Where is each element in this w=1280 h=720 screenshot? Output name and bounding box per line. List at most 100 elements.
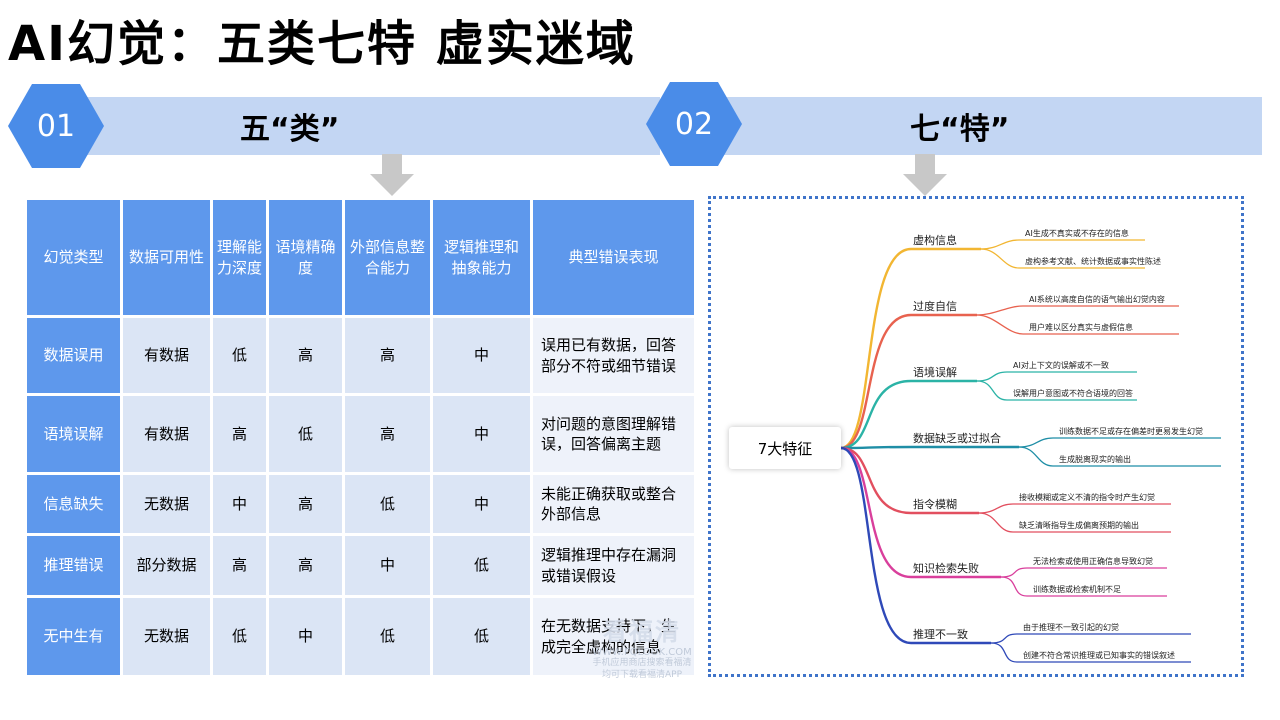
table-cell: 高 — [342, 393, 433, 475]
branch-connector — [840, 446, 979, 515]
type-cell: 信息缺失 — [24, 472, 123, 536]
leaf-connector — [1018, 446, 1221, 467]
watermark: 看福清 WWW.FQLOOK.COM 手机应用商店搜索看福清 均可下载看福清AP… — [572, 612, 712, 681]
leaf-connector — [1018, 437, 1221, 448]
error-description-cell: 逻辑推理中存在漏洞或错误假设 — [530, 533, 697, 598]
type-cell: 数据误用 — [24, 315, 123, 396]
mindmap-branch-label: 数据缺乏或过拟合 — [913, 432, 1001, 445]
watermark-url: WWW.FQLOOK.COM — [592, 647, 692, 658]
table-cell: 低 — [430, 595, 533, 678]
leaf-connector — [980, 239, 1145, 250]
mindmap-leaf-label: 生成脱离现实的输出 — [1059, 455, 1131, 464]
branch-connector — [840, 446, 1001, 579]
table-cell: 低 — [342, 595, 433, 678]
table-cell: 高 — [266, 533, 345, 598]
table-cell: 中 — [430, 315, 533, 396]
mindmap-leaf-label: AI系统以高度自信的语气输出幻觉内容 — [1029, 295, 1165, 304]
branch-connector — [840, 445, 1019, 450]
mindmap-branch-label: 推理不一致 — [913, 628, 968, 641]
leaf-connector — [1000, 576, 1167, 597]
type-cell: 推理错误 — [24, 533, 123, 598]
mindmap-leaf-label: 虚构参考文献、统计数据或事实性陈述 — [1025, 257, 1161, 266]
table-cell: 低 — [342, 472, 433, 536]
leaf-connector — [976, 371, 1137, 382]
mindmap-connectors — [840, 239, 1221, 663]
table-cell: 高 — [210, 393, 269, 475]
mindmap-leaf-label: 误解用户意图或不符合语境的回答 — [1013, 389, 1133, 398]
mindmap-leaf-label: AI对上下文的误解或不一致 — [1013, 361, 1109, 370]
leaf-connector — [990, 633, 1191, 644]
table-cell: 高 — [266, 315, 345, 396]
table-cell: 高 — [266, 472, 345, 536]
mindmap-leaf-label: 创建不符合常识推理或已知事实的错误叙述 — [1023, 651, 1175, 660]
table-cell: 无数据 — [120, 595, 213, 678]
error-description-cell: 误用已有数据，回答部分不符或细节错误 — [530, 315, 697, 396]
table-header-cell: 外部信息整合能力 — [342, 197, 433, 318]
table-row: 信息缺失 无数据 中 高 低 中 未能正确获取或整合外部信息 — [24, 472, 697, 536]
branch-connector — [840, 313, 977, 450]
mindmap-branch-label: 过度自信 — [913, 300, 957, 313]
table-cell: 高 — [210, 533, 269, 598]
mindmap-leaf-label: 无法检索或使用正确信息导致幻觉 — [1033, 557, 1153, 566]
mindmap-leaf-label: 训练数据或检索机制不足 — [1033, 585, 1121, 594]
table-header-row: 幻觉类型 数据可用性 理解能力深度 语境精确度 外部信息整合能力 逻辑推理和抽象… — [24, 197, 697, 318]
table-cell: 高 — [342, 315, 433, 396]
table-header-cell: 理解能力深度 — [210, 197, 269, 318]
mindmap-root: 7大特征 — [729, 427, 841, 469]
table-cell: 有数据 — [120, 393, 213, 475]
table-header-cell: 数据可用性 — [120, 197, 213, 318]
branch-connector — [840, 446, 991, 645]
down-arrow-icon — [903, 154, 947, 196]
branch-connector — [840, 379, 977, 450]
table-cell: 中 — [266, 595, 345, 678]
mindmap-leaf-label: 由于推理不一致引起的幻觉 — [1023, 623, 1119, 632]
table-row: 推理错误 部分数据 高 高 中 低 逻辑推理中存在漏洞或错误假设 — [24, 533, 697, 598]
table-header-cell: 典型错误表现 — [530, 197, 697, 318]
table-cell: 无数据 — [120, 472, 213, 536]
table-header-cell: 逻辑推理和抽象能力 — [430, 197, 533, 318]
mindmap-branch-label: 语境误解 — [913, 366, 957, 379]
leaf-connector — [976, 314, 1179, 335]
hallucination-types-table: 幻觉类型 数据可用性 理解能力深度 语境精确度 外部信息整合能力 逻辑推理和抽象… — [24, 197, 697, 678]
error-description-cell: 对问题的意图理解错误，回答偏离主题 — [530, 393, 697, 475]
watermark-brand: 看福清 — [603, 618, 681, 646]
leaf-connector — [976, 305, 1179, 316]
down-arrow-icon — [370, 154, 414, 196]
table-cell: 低 — [210, 595, 269, 678]
mindmap-leaf-label: 缺乏清晰指导生成偏离预期的输出 — [1019, 521, 1139, 530]
section-banner-2 — [680, 97, 1262, 155]
table-row: 数据误用 有数据 低 高 高 中 误用已有数据，回答部分不符或细节错误 — [24, 315, 697, 396]
table-cell: 低 — [430, 533, 533, 598]
table-row: 无中生有 无数据 低 中 低 低 在无数据支持下，生成完全虚构的信息 — [24, 595, 697, 678]
watermark-line: 均可下载看福清APP — [601, 669, 682, 680]
page-title: AI幻觉：五类七特 虚实迷域 — [8, 16, 636, 72]
branch-connector — [840, 247, 981, 450]
table-cell: 中 — [430, 393, 533, 475]
error-description-cell: 在无数据支持下，生成完全虚构的信息 — [530, 595, 697, 678]
mindmap-branch-label: 指令模糊 — [913, 498, 957, 511]
section-number-2: 02 — [646, 82, 742, 166]
table-cell: 有数据 — [120, 315, 213, 396]
table-cell: 中 — [430, 472, 533, 536]
section-label-1: 五“类” — [240, 112, 340, 147]
section-label-2: 七“特” — [910, 112, 1010, 147]
table-cell: 中 — [210, 472, 269, 536]
leaf-connector — [978, 512, 1171, 533]
table-cell: 中 — [342, 533, 433, 598]
watermark-line: 手机应用商店搜索看福清 — [592, 658, 692, 668]
leaf-connector — [978, 503, 1171, 514]
error-description-cell: 未能正确获取或整合外部信息 — [530, 472, 697, 536]
mindmap-leaf-label: 用户难以区分真实与虚假信息 — [1029, 323, 1133, 332]
leaf-connector — [980, 248, 1145, 269]
table-cell: 低 — [210, 315, 269, 396]
section-number-1: 01 — [8, 84, 104, 168]
leaf-connector — [990, 642, 1191, 663]
table-header-cell: 幻觉类型 — [24, 197, 123, 318]
table-row: 语境误解 有数据 高 低 高 中 对问题的意图理解错误，回答偏离主题 — [24, 393, 697, 475]
leaf-connector — [1000, 567, 1167, 578]
mindmap-leaf-label: AI生成不真实或不存在的信息 — [1025, 229, 1129, 238]
type-cell: 语境误解 — [24, 393, 123, 475]
leaf-connector — [976, 380, 1137, 401]
mindmap-leaf-label: 接收模糊或定义不清的指令时产生幻觉 — [1019, 493, 1155, 502]
type-cell: 无中生有 — [24, 595, 123, 678]
